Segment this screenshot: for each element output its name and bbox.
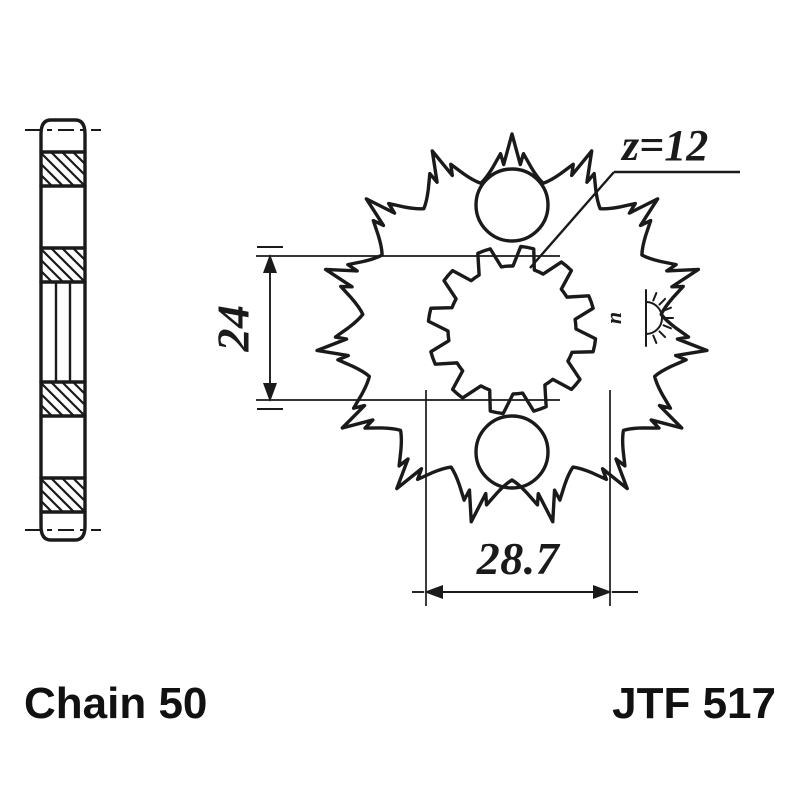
surface-symbol-ray [652, 292, 658, 302]
dim24-arrowhead-top [263, 254, 277, 273]
surface-symbol-rays-icon [645, 290, 674, 346]
surface-symbol-ray [662, 306, 672, 312]
side-view-hatching [39, 150, 87, 514]
dim287-arrowhead-left [424, 585, 443, 599]
hatch-stroke [82, 246, 87, 251]
hatch-stroke [60, 150, 87, 177]
surface-symbol-ray [652, 334, 658, 344]
dim24-value-label: 24 [208, 305, 259, 353]
front-view [315, 132, 709, 524]
surface-symbol-ray [662, 324, 672, 330]
hatch-stroke [39, 247, 76, 284]
dim24-arrowhead-bottom [263, 383, 277, 402]
hatch-stroke [82, 476, 87, 481]
hatch-stroke [60, 246, 87, 273]
teeth-count-annotation: z=12 [529, 121, 740, 269]
lightening-hole [474, 167, 550, 243]
surface-finish-symbol: n [601, 289, 674, 347]
hatch-stroke [60, 380, 87, 407]
hatch-stroke [39, 488, 65, 514]
hatch-stroke [71, 150, 87, 166]
side-view-web-lines [54, 280, 72, 384]
teeth-count-label: z=12 [620, 121, 708, 170]
hatch-stroke [49, 246, 87, 284]
hatch-stroke [39, 258, 65, 284]
hatch-stroke [39, 269, 54, 284]
dim287-value-label: 28.7 [476, 533, 561, 584]
sprocket-outer-profile [315, 132, 709, 524]
hatch-stroke [49, 380, 87, 418]
sprocket-spline-hub-profile [426, 244, 598, 416]
surface-symbol-ray [658, 330, 667, 339]
side-view-outline [39, 118, 87, 542]
hatch-stroke [49, 476, 87, 514]
lightening-holes-group [474, 167, 550, 490]
lightening-hole [474, 414, 550, 490]
hatch-stroke [60, 476, 87, 503]
hatch-stroke [49, 150, 87, 188]
hatch-stroke [71, 476, 87, 492]
chain-size-label: Chain 50 [24, 679, 207, 728]
hatch-stroke [71, 380, 87, 396]
surface-symbol-ray [658, 297, 667, 306]
hatch-stroke [39, 162, 65, 188]
surface-symbol-glyph: n [601, 312, 626, 324]
hatch-stroke [39, 403, 54, 418]
hatch-stroke [39, 499, 54, 514]
hatch-stroke [39, 151, 76, 188]
hatch-stroke [39, 477, 76, 514]
surface-symbol-halfcircle-icon [645, 301, 663, 335]
hatch-stroke [39, 381, 76, 418]
hatch-stroke [82, 150, 87, 155]
part-number-label: JTF 517 [612, 679, 776, 728]
dim287-arrowhead-right [593, 585, 612, 599]
hatch-stroke [39, 392, 65, 418]
teeth-count-leader-line [529, 171, 615, 269]
dimension-horizontal-28-7: 28.7 [412, 390, 638, 606]
dimension-vertical-24: 24 [208, 246, 560, 410]
side-view-section-bands [39, 150, 87, 514]
side-section-view [25, 118, 101, 542]
hatch-stroke [71, 246, 87, 262]
hatch-stroke [39, 173, 54, 188]
hatch-stroke [82, 380, 87, 385]
